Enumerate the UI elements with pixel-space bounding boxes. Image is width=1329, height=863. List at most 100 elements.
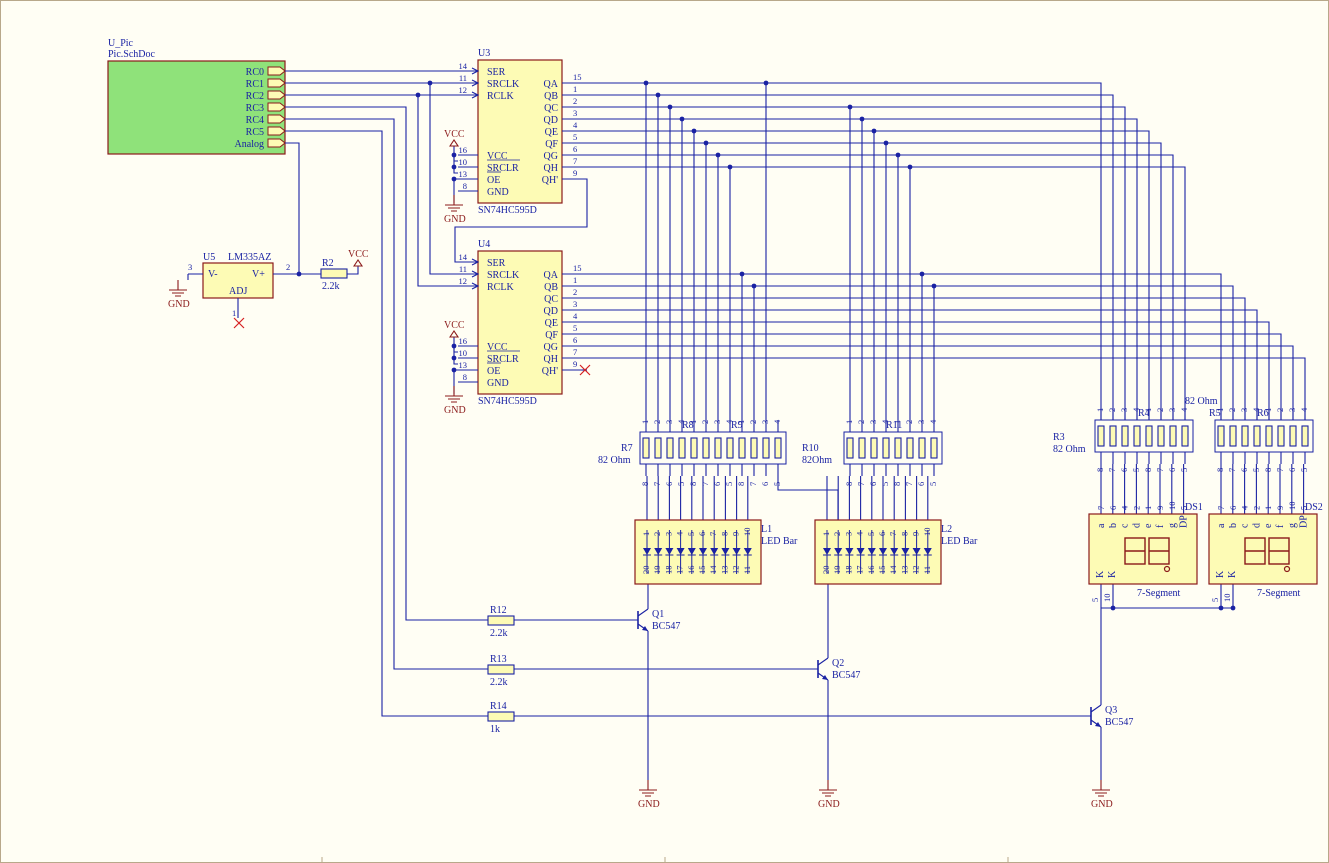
led-bar-designator: L1 — [761, 524, 772, 535]
temp-sensor-u5[interactable]: U5 LM335AZ V- V+ ADJ 3 2 1 — [188, 252, 300, 329]
sr-pin-number: 5 — [573, 323, 577, 333]
sr-pin-name: SRCLK — [487, 270, 520, 281]
sr-pin-name: SER — [487, 258, 506, 269]
shift-register-u3[interactable]: U3 SN74HC595D — [477, 48, 563, 216]
7seg-segment-name: d — [1251, 523, 1262, 528]
labels: 14SER11SRCLK12RCLK16VCC10SRCLR13OE8GND15… — [168, 61, 1323, 810]
7seg-pin-number: 4 — [1120, 505, 1130, 510]
resistor-array-ds1-element — [1157, 425, 1165, 447]
array-pin-number: 7 — [856, 482, 866, 486]
sr-pin-name: QG — [544, 342, 558, 353]
vcc-symbol — [352, 259, 364, 267]
sr-pin-name: QH — [544, 163, 558, 174]
array-pin-number: 2 — [1227, 408, 1237, 412]
sr-pin-number: 16 — [459, 145, 468, 155]
led-bar-designator: L2 — [941, 524, 952, 535]
7seg-segment-name: g — [1287, 523, 1298, 528]
sr-pin-number: 3 — [573, 108, 577, 118]
resistor-array-ds2-element — [1217, 425, 1225, 447]
gnd-label: GND — [818, 799, 840, 810]
sr-pin-number: 10 — [459, 348, 468, 358]
array-pin-number: 5 — [1299, 468, 1309, 472]
r7-value: 82 Ohm — [598, 455, 631, 466]
7seg-pin-number: 5 — [1299, 506, 1309, 510]
u4-part: SN74HC595D — [478, 396, 537, 407]
sr-pin-number: 12 — [459, 276, 468, 286]
u3-body[interactable] — [477, 59, 563, 204]
resistor-array-ds2-element — [1253, 425, 1261, 447]
array-pin-number: 2 — [748, 420, 758, 424]
junction-dot — [451, 367, 457, 373]
array-pin-number: 8 — [1263, 468, 1273, 472]
array-pin-number: 8 — [1215, 468, 1225, 472]
sr-pin-name: QB — [544, 91, 558, 102]
resistor-array-l1-outline — [639, 431, 787, 465]
clock-arrow — [471, 270, 480, 278]
vcc-symbol — [448, 139, 460, 147]
mcu-port-arrow — [267, 102, 286, 112]
shift-register-u4[interactable]: U4 SN74HC595D — [477, 239, 563, 407]
led-pin-number: 13 — [719, 566, 729, 575]
array-pin-number: 1 — [1095, 408, 1105, 412]
vcc-label: VCC — [444, 129, 465, 140]
u5-adj: ADJ — [229, 286, 247, 297]
u4-body[interactable] — [477, 250, 563, 395]
sr-pin-name: OE — [487, 175, 500, 186]
clock-arrow — [471, 79, 480, 87]
led-pin-number: 9 — [731, 532, 741, 536]
sheet-zone-ticks — [321, 857, 1009, 863]
wire — [1100, 607, 1233, 700]
array-pin-number: 7 — [1107, 468, 1117, 472]
junction-dot — [451, 152, 457, 158]
resistor-array-ds2 — [1214, 419, 1314, 453]
wire — [300, 266, 359, 275]
mcu-body[interactable] — [107, 60, 286, 155]
led-pin-number: 7 — [888, 532, 898, 536]
led-pin-number: 9 — [911, 532, 921, 536]
wires — [187, 70, 1306, 780]
led-pin-number: 3 — [663, 532, 673, 536]
array-pin-number: 7 — [904, 482, 914, 486]
wire — [582, 94, 1114, 420]
array-pin-number: 5 — [1131, 468, 1141, 472]
array-pin-number: 3 — [1167, 408, 1177, 412]
u5-body[interactable] — [202, 262, 274, 299]
led-pin-number: 8 — [719, 532, 729, 536]
wire — [582, 154, 1174, 420]
r12-value: 2.2k — [490, 628, 508, 639]
gnd-symbol — [819, 780, 837, 797]
array-pin-number: 1 — [1215, 408, 1225, 412]
resistor-array-l2-element — [918, 437, 926, 459]
led-pin-number: 16 — [686, 566, 696, 575]
7seg-segment-name: e — [1143, 523, 1154, 528]
r7-designator: R7 — [621, 443, 633, 454]
r2-designator: R2 — [322, 258, 334, 269]
sr-pin-number: 2 — [573, 287, 577, 297]
u4-designator: U4 — [478, 239, 490, 250]
7seg-k-pin: 5 — [1090, 598, 1100, 602]
wire — [582, 285, 1234, 420]
resistor-array-ds2-element — [1277, 425, 1285, 447]
7seg-k-label: K — [1227, 570, 1238, 578]
gnd-label: GND — [168, 299, 190, 310]
gnd-symbol — [639, 780, 657, 797]
array-pin-number: 1 — [844, 420, 854, 424]
array-pin-number: 4 — [1179, 407, 1189, 412]
junction-dot — [451, 355, 457, 361]
array-pin-number: 1 — [892, 420, 902, 424]
led-pin-number: 20 — [821, 566, 831, 575]
array-pin-number: 6 — [760, 482, 770, 486]
r2-value: 2.2k — [322, 281, 340, 292]
sr-pin-number: 16 — [459, 336, 468, 346]
array-pin-number: 8 — [892, 482, 902, 486]
7seg-pin-number: 1 — [1143, 506, 1153, 510]
junction-dot — [1230, 605, 1236, 611]
r13-designator: R13 — [490, 654, 507, 665]
r13-value: 2.2k — [490, 677, 508, 688]
7seg-k-label: K — [1215, 570, 1226, 578]
sr-pin-name: QA — [544, 79, 559, 90]
led-bar-l2 — [814, 519, 942, 585]
mcu-sheet-symbol[interactable]: U_Pic Pic.SchDoc RC0RC1RC2RC3RC4RC5Analo… — [107, 38, 286, 155]
r9-designator: R9 — [731, 420, 743, 431]
